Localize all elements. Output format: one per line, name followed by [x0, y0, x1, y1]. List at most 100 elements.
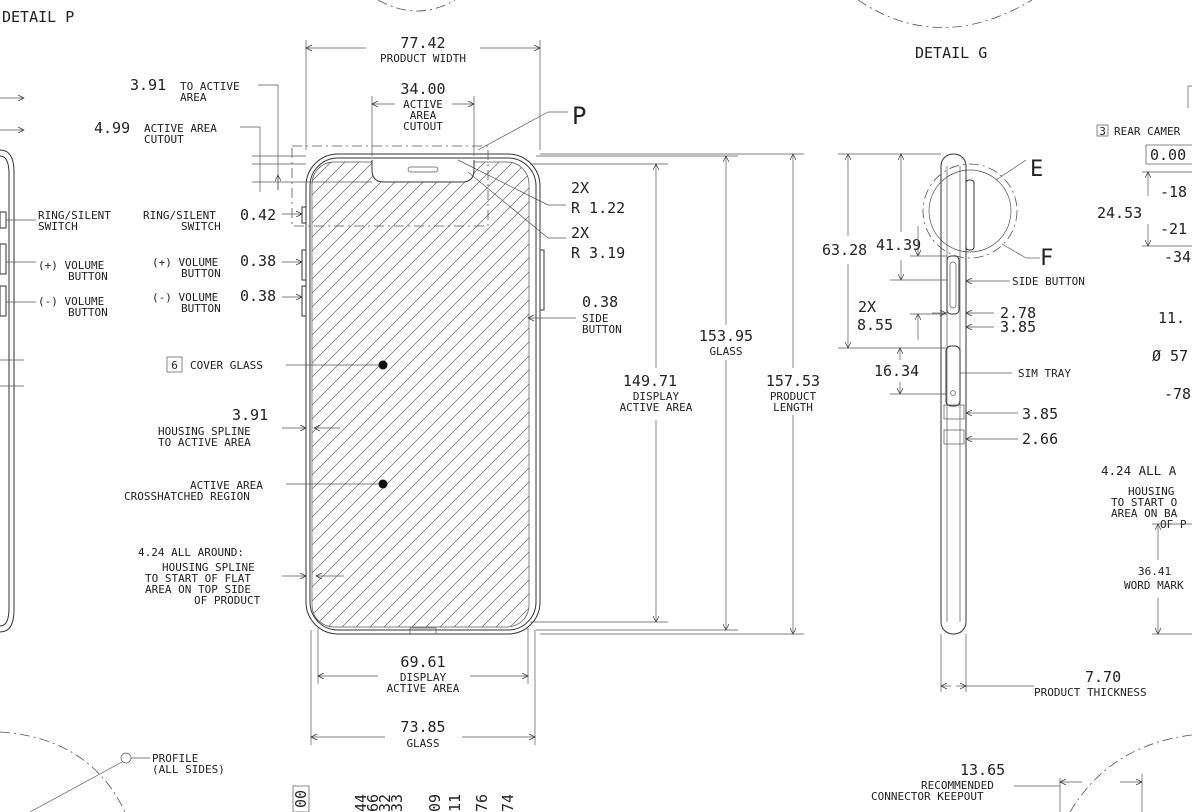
cutout-width-value: 34.00	[400, 80, 445, 98]
box-value: 0.00	[1150, 146, 1186, 164]
hatch-line	[312, 162, 528, 627]
hatch-line	[312, 162, 529, 627]
hatch-line	[312, 162, 500, 627]
hatch-line	[397, 162, 529, 627]
connector-label-1: RECOMMENDED	[921, 779, 994, 792]
ring-label-2: SWITCH	[181, 220, 221, 233]
crosshatch-label-2: CROSSHATCHED REGION	[124, 490, 250, 503]
hatch-line	[312, 162, 529, 627]
hatch-line	[312, 162, 529, 627]
dim-855-value: 8.55	[857, 316, 893, 334]
hatch-line	[439, 162, 529, 627]
hatch-line	[467, 162, 529, 627]
glass-height-value: 153.95	[699, 327, 753, 345]
vol-down-label-1: (-) VOLUME	[152, 291, 218, 304]
rot-1: 44	[352, 794, 370, 812]
detail-e-marker: E	[1030, 157, 1043, 182]
cover-glass-label: COVER GLASS	[190, 359, 263, 372]
side-button-label-1: SIDE	[582, 312, 609, 325]
active-cutout-value: 4.99	[94, 119, 130, 137]
val-78: -78	[1164, 385, 1191, 403]
active-cutout-label-1: ACTIVE AREA	[144, 122, 217, 135]
left-partial-phone	[0, 98, 36, 633]
hatch-line	[481, 162, 529, 627]
hatch-line	[312, 162, 416, 627]
glass-height-label: GLASS	[709, 345, 742, 358]
display-height-value: 149.71	[623, 372, 677, 390]
radius2-count: 2X	[571, 224, 589, 242]
glass-width-value: 73.85	[400, 718, 445, 736]
around-right: 4.24 ALL A	[1101, 463, 1177, 478]
val-2453: 24.53	[1097, 204, 1142, 222]
hatch-line	[495, 162, 529, 627]
display-width-label-1: DISPLAY	[400, 671, 447, 684]
dim-63-value: 63.28	[822, 241, 867, 259]
rot-7: 76	[473, 794, 491, 812]
detail-f-marker: F	[1040, 246, 1053, 271]
val-3641: 36.41	[1138, 565, 1171, 578]
display-height-label-2: ACTIVE AREA	[620, 401, 693, 414]
left-voldown-label-2: BUTTON	[68, 306, 108, 319]
hatch-line	[327, 162, 529, 627]
hatch-line	[312, 162, 514, 627]
left-ring-label: RING/SILENT	[38, 209, 111, 222]
hatch-line	[312, 162, 529, 627]
dim-385b-value: 3.85	[1022, 405, 1058, 423]
active-area-crosshatch	[312, 162, 529, 627]
val-18: -18	[1160, 183, 1187, 201]
ring-value: 0.42	[240, 206, 276, 224]
side-button-value: 0.38	[582, 293, 618, 311]
hatch-line	[312, 162, 529, 627]
radius2-value: R 3.19	[571, 244, 625, 262]
length-value: 157.53	[766, 372, 820, 390]
cutout-label-1: ACTIVE	[403, 98, 443, 111]
radius1-value: R 1.22	[571, 199, 625, 217]
dim-1634-value: 16.34	[874, 362, 919, 380]
hatch-line	[355, 162, 529, 627]
detail-e-circle	[922, 163, 1018, 259]
profile-label-2: (ALL SIDES)	[152, 763, 225, 776]
glass-width-label: GLASS	[406, 737, 439, 750]
cutout-label-2: AREA	[410, 109, 437, 122]
spline-label-1: HOUSING SPLINE	[158, 425, 251, 438]
product-width-value: 77.42	[400, 34, 445, 52]
vol-down-label-2: BUTTON	[181, 302, 221, 315]
hatch-line	[312, 162, 529, 627]
front-notch	[371, 160, 475, 183]
rotated-dimension-table: 00 44 66 32 33 09 11 76 74	[292, 785, 517, 812]
display-width-label-2: ACTIVE AREA	[387, 682, 460, 695]
dim-266-value: 2.66	[1022, 430, 1058, 448]
left-ring-label-2: SWITCH	[38, 220, 78, 233]
detail-p-marker: P	[572, 102, 586, 130]
rot-4: 33	[388, 794, 406, 812]
hs-right-2: TO START O	[1111, 496, 1177, 509]
detail-p-label: DETAIL P	[2, 8, 74, 26]
hatch-line	[312, 162, 529, 627]
hatch-line	[453, 162, 529, 627]
spline-value: 3.91	[232, 406, 268, 424]
around-label-3: TO START OF FLAT	[145, 572, 251, 585]
around-label-1: 4.24 ALL AROUND:	[138, 546, 244, 559]
active-cutout-label-2: CUTOUT	[144, 133, 184, 146]
rot-8: 74	[499, 794, 517, 812]
cover-glass-number: 6	[171, 359, 178, 372]
hs-right-1: HOUSING	[1128, 485, 1174, 498]
hatch-line	[312, 162, 529, 627]
vol-down-value: 0.38	[240, 287, 276, 305]
to-active-value: 3.91	[130, 76, 166, 94]
rot-box: 00	[292, 790, 310, 808]
hatch-line	[425, 162, 529, 627]
side-button-label: SIDE BUTTON	[1012, 275, 1085, 288]
dim-41-value: 41.39	[876, 236, 921, 254]
left-volup-label: (+) VOLUME	[38, 259, 104, 272]
detail-g-label: DETAIL G	[915, 44, 987, 62]
val-21: -21	[1160, 220, 1187, 238]
connector-value: 13.65	[960, 761, 1005, 779]
cutout-label-3: CUTOUT	[403, 120, 443, 133]
left-volup-label-2: BUTTON	[68, 270, 108, 283]
hatch-line	[312, 162, 529, 627]
rot-5: 09	[426, 794, 444, 812]
rot-2: 66	[364, 794, 382, 812]
hatch-line	[312, 162, 402, 627]
